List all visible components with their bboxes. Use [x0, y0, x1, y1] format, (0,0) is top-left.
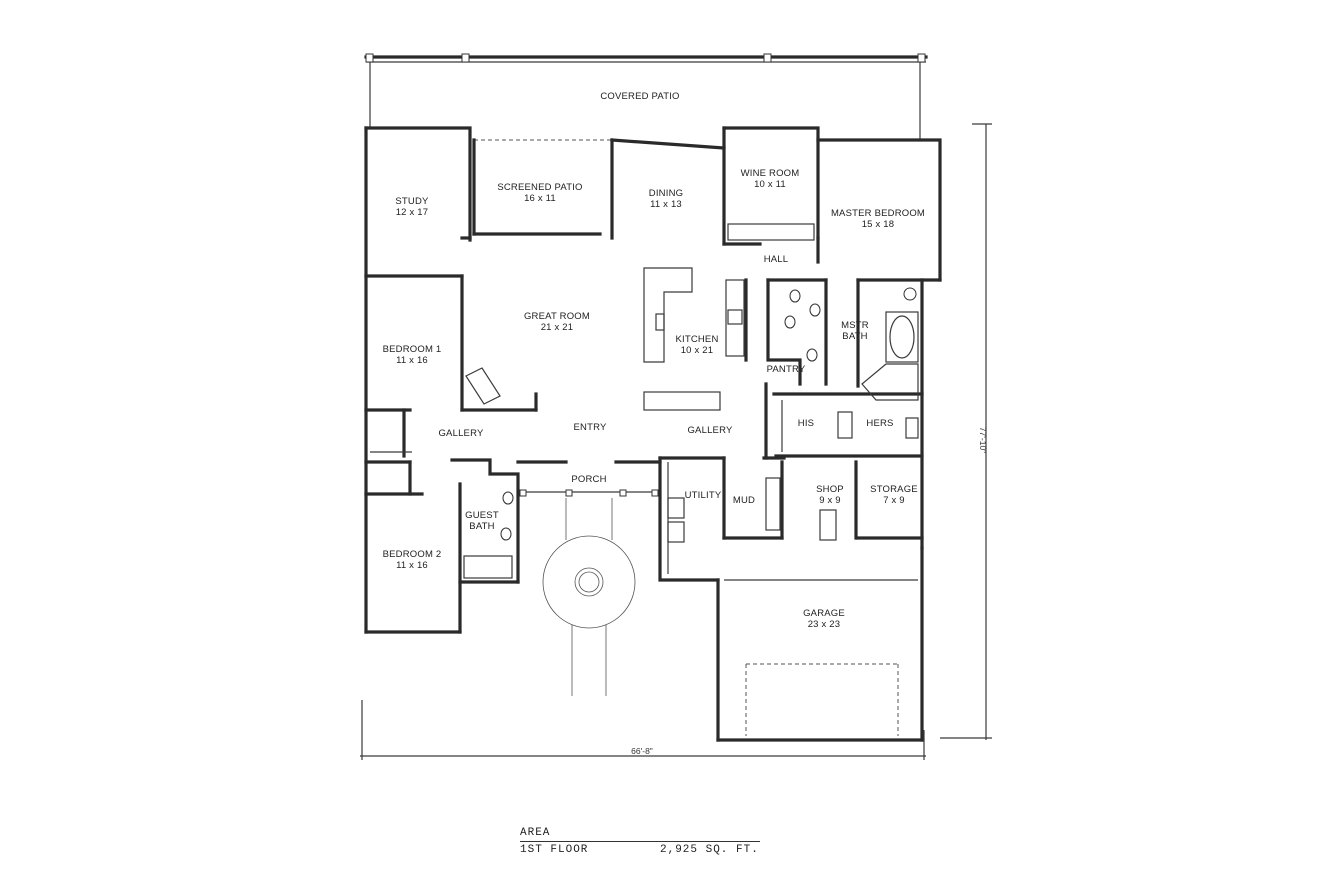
label-kitchen: KITCHEN	[675, 334, 718, 345]
area-divider	[520, 841, 760, 842]
label-kitchen-size: 10 x 21	[681, 345, 714, 356]
label-master-bedroom-size: 15 x 18	[862, 219, 895, 230]
label-wine-room: WINE ROOM	[741, 168, 800, 179]
label-screened-patio-size: 16 x 11	[524, 193, 556, 204]
area-row-value: 2,925 SQ. FT.	[660, 844, 759, 856]
label-great-room: GREAT ROOM	[524, 311, 590, 322]
dimension-labels: 66'-8" 77'-10"	[631, 427, 988, 756]
label-mud: MUD	[733, 495, 755, 506]
label-shop-size: 9 x 9	[819, 495, 841, 506]
label-mstr-bath: MSTR	[841, 320, 869, 331]
area-row: 1ST FLOOR 2,925 SQ. FT.	[520, 843, 770, 857]
label-porch: PORCH	[571, 474, 606, 485]
label-bedroom-2: BEDROOM 2	[383, 549, 442, 560]
label-wine-room-size: 10 x 11	[754, 179, 786, 190]
area-heading-row: AREA	[520, 826, 770, 840]
label-guest-bath-line2: BATH	[469, 521, 494, 532]
dimension-depth: 77'-10"	[978, 427, 988, 453]
label-hers: HERS	[866, 418, 893, 429]
dimension-lines	[360, 123, 992, 760]
label-his: HIS	[798, 418, 814, 429]
label-dining-size: 11 x 13	[650, 199, 682, 210]
label-utility: UTILITY	[685, 490, 722, 501]
label-shop: SHOP	[816, 484, 844, 495]
label-bedroom-1-size: 11 x 16	[396, 355, 428, 366]
label-gallery-left: GALLERY	[438, 428, 484, 439]
dimension-width: 66'-8"	[631, 746, 653, 756]
label-bedroom-2-size: 11 x 16	[396, 560, 428, 571]
label-entry: ENTRY	[573, 422, 606, 433]
room-labels: COVERED PATIO STUDY 12 x 17 SCREENED PAT…	[383, 91, 925, 630]
walls	[364, 126, 942, 742]
label-covered-patio: COVERED PATIO	[600, 91, 679, 102]
label-screened-patio: SCREENED PATIO	[497, 182, 582, 193]
label-storage: STORAGE	[870, 484, 918, 495]
area-table: AREA 1ST FLOOR 2,925 SQ. FT.	[520, 826, 770, 857]
front-walkway	[542, 498, 636, 696]
label-hall: HALL	[764, 254, 789, 265]
label-master-bedroom: MASTER BEDROOM	[831, 208, 925, 219]
label-gallery-right: GALLERY	[687, 425, 733, 436]
label-mstr-bath-line2: BATH	[842, 331, 867, 342]
label-pantry: PANTRY	[767, 364, 806, 375]
label-guest-bath: GUEST	[465, 510, 499, 521]
label-dining: DINING	[649, 188, 683, 199]
label-garage-size: 23 x 23	[808, 619, 841, 630]
label-study: STUDY	[395, 196, 429, 207]
fixtures	[465, 267, 919, 543]
label-great-room-size: 21 x 21	[541, 322, 574, 333]
area-row-label: 1ST FLOOR	[520, 844, 589, 856]
label-storage-size: 7 x 9	[883, 495, 905, 506]
area-heading: AREA	[520, 827, 551, 839]
label-garage: GARAGE	[803, 608, 845, 619]
covered-patio-outline	[364, 53, 928, 140]
label-bedroom-1: BEDROOM 1	[383, 344, 442, 355]
label-study-size: 12 x 17	[396, 207, 429, 218]
